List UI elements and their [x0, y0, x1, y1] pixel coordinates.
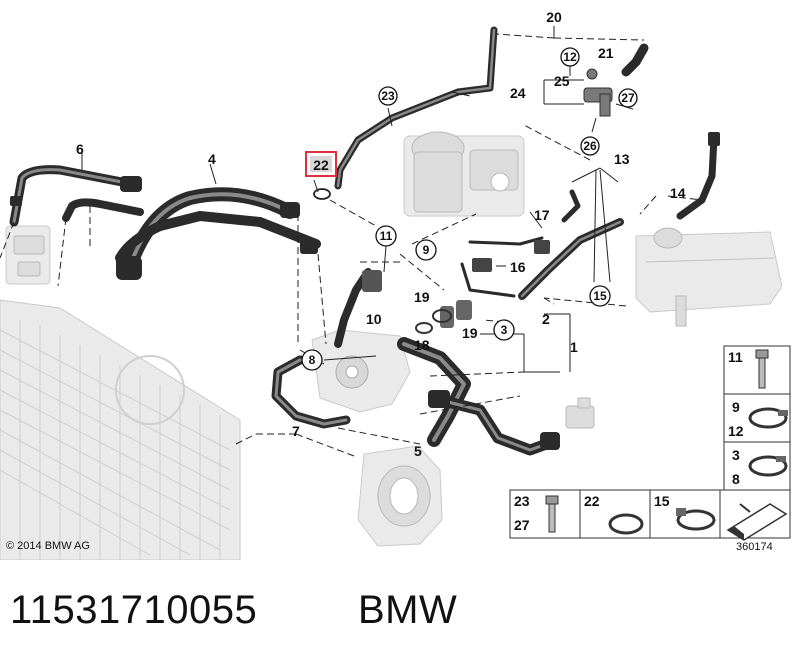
- legend-23: 23: [514, 493, 530, 509]
- parts-legend-grid: 11 9 12 3 8: [723, 345, 791, 491]
- hose-clamp-icon: [748, 407, 788, 429]
- expansion-tank-ghost: [635, 227, 783, 327]
- callout-14: 14: [670, 185, 686, 201]
- callout-26-circle: [580, 136, 600, 156]
- callout-15: 15: [593, 289, 607, 303]
- radiator-ghost: [0, 299, 241, 560]
- callouts: 20 12 21 25 24 27 26 23 22 13 14 17 16 1…: [76, 9, 686, 459]
- parts-legend-row: 23 27 22 15: [509, 489, 791, 541]
- spring-clamp-icon: [676, 508, 716, 531]
- callout-9: 9: [423, 243, 430, 257]
- callout-1: 1: [570, 339, 578, 355]
- callout-19b: 19: [462, 325, 478, 341]
- callout-8-circle: [301, 349, 323, 371]
- callout-13: 13: [614, 151, 630, 167]
- legend-11: 11: [728, 349, 743, 365]
- callout-5: 5: [414, 443, 422, 459]
- thermostat-housing-ghost: [357, 445, 443, 547]
- diagram-reference-number: 360174: [736, 541, 773, 553]
- hose-17-16: [460, 236, 550, 298]
- legend-12: 12: [728, 423, 744, 439]
- callout-10: 10: [366, 311, 382, 327]
- callout-12-circle: [560, 47, 580, 67]
- callout-19a: 19: [414, 289, 430, 305]
- callout-11-circle: [375, 225, 397, 247]
- callout-25: 25: [554, 73, 570, 89]
- hose-4: [115, 187, 321, 280]
- hose-3-5-1: [397, 337, 560, 456]
- callout-16: 16: [510, 259, 526, 275]
- legend-9: 9: [732, 399, 740, 415]
- callout-8: 8: [309, 353, 316, 367]
- callout-12: 12: [563, 50, 577, 64]
- legend-15: 15: [654, 493, 670, 509]
- part-number: 11531710055: [10, 588, 258, 632]
- exploded-parts-diagram: 20 12 21 25 24 27 26 23 22 13 14 17 16 1…: [0, 9, 791, 560]
- seal-ring-22: [313, 188, 331, 200]
- callout-6: 6: [76, 141, 84, 157]
- callout-7: 7: [292, 423, 300, 439]
- callout-22-highlighted: 22: [313, 157, 329, 173]
- legend-3: 3: [732, 447, 740, 463]
- callout-3-circle: [493, 319, 515, 341]
- callout-24: 24: [510, 85, 526, 101]
- hose-21: [583, 43, 649, 117]
- callout-20: 20: [546, 9, 562, 25]
- left-tank-ghost: [5, 225, 51, 285]
- callout-21: 21: [598, 45, 614, 61]
- callout-4: 4: [208, 151, 216, 167]
- hose-7: [271, 355, 351, 429]
- callout-3: 3: [501, 323, 508, 337]
- callout-23-circle: [378, 86, 398, 106]
- legend-22: 22: [584, 493, 600, 509]
- callout-18: 18: [414, 337, 430, 353]
- sensor-unit-ghost: [565, 397, 595, 429]
- diagram-orientation-icon: [726, 503, 788, 541]
- leader-lines: [0, 26, 703, 457]
- seal-ring-icon: [608, 513, 644, 535]
- highlighted-callout-bg: [310, 156, 332, 172]
- legend-8: 8: [732, 471, 740, 487]
- hose-13: [518, 189, 624, 300]
- hose-14: [676, 132, 720, 220]
- callout-27-circle: [618, 88, 638, 108]
- screw-icon: [545, 495, 559, 533]
- callout-26: 26: [583, 139, 597, 153]
- hose-6: [9, 165, 144, 227]
- callout-23: 23: [381, 89, 395, 103]
- callout-2: 2: [542, 311, 550, 327]
- callout-15-circle: [589, 285, 611, 307]
- callout-27: 27: [621, 91, 635, 105]
- water-pump-ghost: [311, 329, 411, 413]
- brand-name: BMW: [358, 588, 458, 632]
- hose-clamp-icon-2: [748, 455, 788, 477]
- copyright-notice: © 2014 BMW AG: [6, 540, 90, 552]
- hose-23: [334, 26, 498, 190]
- callout-11: 11: [380, 229, 393, 243]
- hose-10-18-19: [334, 268, 472, 348]
- legend-27: 27: [514, 517, 530, 533]
- callout-9-circle: [415, 239, 437, 261]
- oil-filter-housing-ghost: [403, 131, 525, 217]
- bolt-icon: [755, 349, 769, 389]
- callout-17: 17: [534, 207, 550, 223]
